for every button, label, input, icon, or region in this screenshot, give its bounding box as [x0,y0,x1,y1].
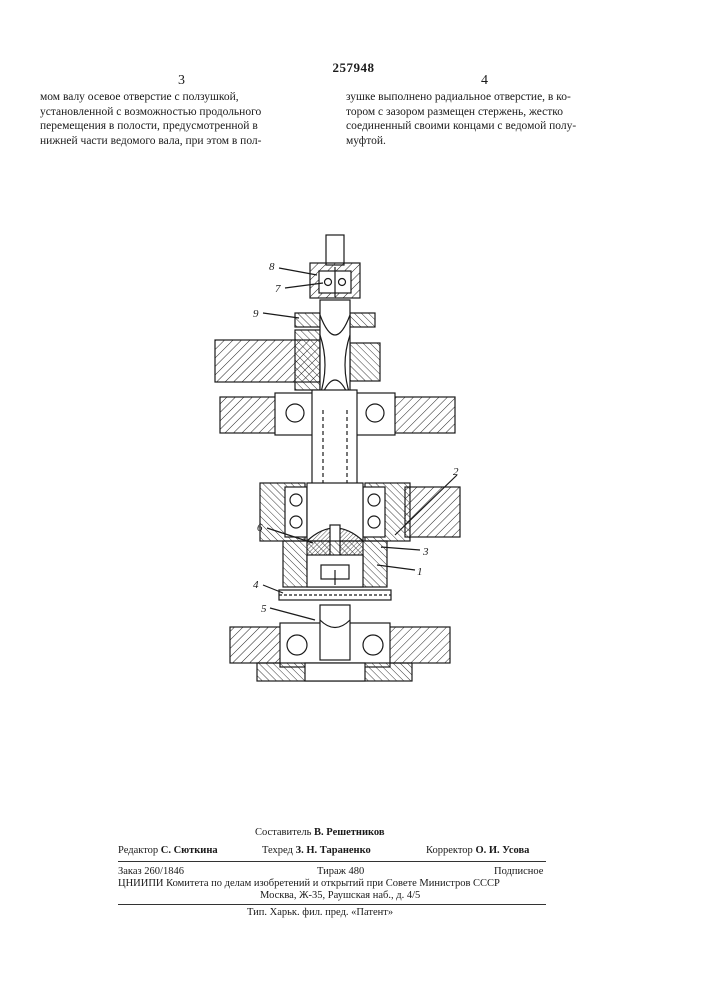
subscription: Подписное [494,866,543,879]
left-text-column: мом валу осевое отверстие с ползушкой, у… [40,90,318,148]
text-line: нижней части ведомого вала, при этом в п… [40,134,318,149]
callout-5: 5 [261,603,267,615]
callout-8: 8 [269,261,275,273]
text-line: муфтой. [346,134,624,149]
callout-7: 7 [275,283,281,295]
techred-line: Техред З. Н. Тараненко [262,845,371,858]
text-line: зушке выполнено радиальное отверстие, в … [346,90,624,105]
patent-number: 257948 [0,60,707,76]
callout-3: 3 [422,546,429,558]
callout-9: 9 [253,308,259,320]
text-line: перемещения в полости, предусмотренной в [40,119,318,134]
right-text-column: зушке выполнено радиальное отверстие, в … [346,90,624,148]
address-line: Москва, Ж-35, Раушская наб., д. 4/5 [260,890,420,903]
circulation: Тираж 480 [317,866,364,879]
divider [118,904,546,905]
divider [118,861,546,862]
mechanism-drawing: 8 7 9 2 6 3 1 4 5 [195,225,505,695]
printer-line: Тип. Харьк. фил. пред. «Патент» [247,907,393,920]
text-line: соединенный своими концами с ведомой пол… [346,119,624,134]
left-column-number: 3 [178,73,185,89]
callout-4: 4 [253,579,259,591]
text-line: тором с зазором размещен стержень, жестк… [346,105,624,120]
order-number: Заказ 260/1846 [118,866,184,879]
institute-line: ЦНИИПИ Комитета по делам изобретений и о… [118,878,500,891]
right-column-number: 4 [481,73,488,89]
compiler-line: Составитель В. Решетников [255,827,385,840]
text-line: установленной с возможностью продольного [40,105,318,120]
callout-2: 2 [453,466,459,478]
callout-6: 6 [257,522,263,534]
callout-1: 1 [417,566,423,578]
corrector-line: Корректор О. И. Усова [426,845,529,858]
text-line: мом валу осевое отверстие с ползушкой, [40,90,318,105]
editor-line: Редактор С. Сюткина [118,845,218,858]
